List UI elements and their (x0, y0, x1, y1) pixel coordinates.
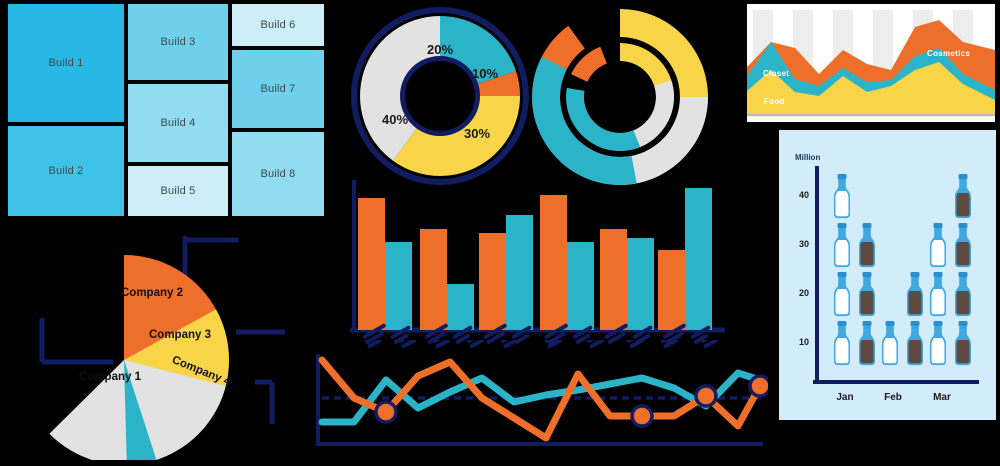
area-series-food[interactable] (747, 62, 995, 115)
line-chart-tick-labels (364, 330, 721, 349)
pictogram-month-label: Feb (884, 392, 902, 403)
bottle-milk[interactable] (929, 223, 951, 268)
grouped-bar-chart (340, 180, 725, 355)
percent-donut-chart: 20% 10% 30% 40% (350, 6, 530, 186)
bar-series-a[interactable] (600, 229, 627, 330)
bar-series-a[interactable] (420, 229, 447, 330)
bottle-chocolate[interactable] (954, 272, 976, 317)
pictogram-tick: 40 (799, 190, 809, 200)
bottle-chocolate[interactable] (954, 223, 976, 268)
pictogram-group-mar (929, 174, 976, 366)
nested-donut-divider (561, 38, 679, 156)
area-label-cosmetics: Cosmetics (927, 49, 970, 58)
pie-label-company-1: Company 1 (79, 371, 142, 383)
inner-slice-orange[interactable] (571, 40, 612, 86)
pictogram-tick: 30 (799, 239, 809, 249)
donut-slice-teal[interactable] (440, 16, 517, 85)
treemap-tile[interactable]: Build 2 (8, 126, 124, 216)
inner-slice-teal[interactable] (559, 71, 641, 168)
pictogram-month-label: Mar (933, 392, 951, 403)
line-marker[interactable] (694, 384, 718, 408)
nested-donut-inner-divider (584, 61, 656, 133)
nested-donut-chart (527, 4, 713, 190)
treemap-tile[interactable]: Build 5 (128, 166, 228, 216)
bar-series-a[interactable] (358, 198, 385, 330)
line-chart-markers (374, 374, 772, 428)
bottle-chocolate[interactable] (858, 223, 880, 268)
bottle-chocolate[interactable] (906, 321, 928, 366)
dual-line-chart (308, 330, 772, 458)
bottle-milk[interactable] (833, 272, 855, 317)
bottle-milk[interactable] (833, 223, 855, 268)
bottle-milk[interactable] (833, 174, 855, 219)
bottle-milk[interactable] (929, 272, 951, 317)
line-marker[interactable] (630, 404, 654, 428)
bar-chart-tick-labels (362, 323, 711, 344)
bottle-chocolate[interactable] (858, 321, 880, 366)
treemap-tile[interactable]: Build 7 (232, 50, 324, 128)
pictogram-axis-title: Million (795, 153, 820, 162)
line-marker[interactable] (374, 400, 398, 424)
pie-label-company-3: Company 3 (149, 329, 211, 341)
treemap-tile[interactable]: Build 6 (232, 4, 324, 46)
company-pie-chart: Company 2 Company 3 Company 4 Company 1 (10, 232, 300, 466)
donut-inner-ring (400, 56, 480, 136)
stacked-area-chart: Closet Food Cosmetics (747, 4, 995, 122)
treemap-tile[interactable]: Build 4 (128, 84, 228, 162)
pictogram-chart: Million 40 30 20 10 (779, 130, 996, 420)
pie-label-company-2: Company 2 (121, 287, 183, 299)
bottle-chocolate[interactable] (954, 174, 976, 219)
pictogram-tick: 10 (799, 337, 809, 347)
bar-series-a[interactable] (540, 195, 567, 330)
bottle-chocolate[interactable] (858, 272, 880, 317)
bar-series-b[interactable] (447, 284, 474, 330)
line-series-orange[interactable] (318, 356, 764, 442)
bar-series-b[interactable] (506, 215, 533, 330)
pictogram-tick: 20 (799, 288, 809, 298)
treemap-tile[interactable]: Build 1 (8, 4, 124, 122)
bottle-chocolate[interactable] (954, 321, 976, 366)
donut-outer-ring (351, 7, 529, 185)
bottle-milk[interactable] (833, 321, 855, 366)
outer-slice-teal[interactable] (527, 43, 637, 190)
donut-slice-orange[interactable] (475, 71, 520, 96)
bar-series-a[interactable] (658, 250, 685, 330)
donut-label-10: 10% (472, 66, 498, 81)
bottle-milk[interactable] (881, 321, 903, 366)
treemap-tile[interactable]: Build 3 (128, 4, 228, 80)
bar-series-b[interactable] (567, 242, 594, 330)
bar-series-a[interactable] (479, 233, 506, 330)
bar-series-b[interactable] (685, 188, 712, 330)
donut-slice-gray[interactable] (360, 16, 440, 161)
pictogram-month-label: Jan (836, 392, 853, 403)
treemap-chart: Build 1 Build 2 Build 3 Build 4 Build 5 … (8, 4, 324, 216)
pictogram-group-feb (881, 272, 928, 366)
bar-series-b[interactable] (385, 242, 412, 330)
area-label-closet: Closet (763, 69, 789, 78)
treemap-tile[interactable]: Build 8 (232, 132, 324, 216)
line-marker[interactable] (748, 374, 772, 398)
area-label-food: Food (764, 97, 785, 106)
donut-label-40: 40% (382, 112, 408, 127)
bottle-milk[interactable] (929, 321, 951, 366)
nested-donut-inner-ring (559, 40, 674, 168)
bar-series-b[interactable] (627, 238, 654, 330)
donut-label-30: 30% (464, 126, 490, 141)
nested-donut-outer-ring (527, 9, 708, 190)
bottle-chocolate[interactable] (906, 272, 928, 317)
donut-label-20: 20% (427, 42, 453, 57)
pictogram-group-jan (833, 174, 880, 366)
donut-slice-yellow[interactable] (392, 96, 520, 176)
